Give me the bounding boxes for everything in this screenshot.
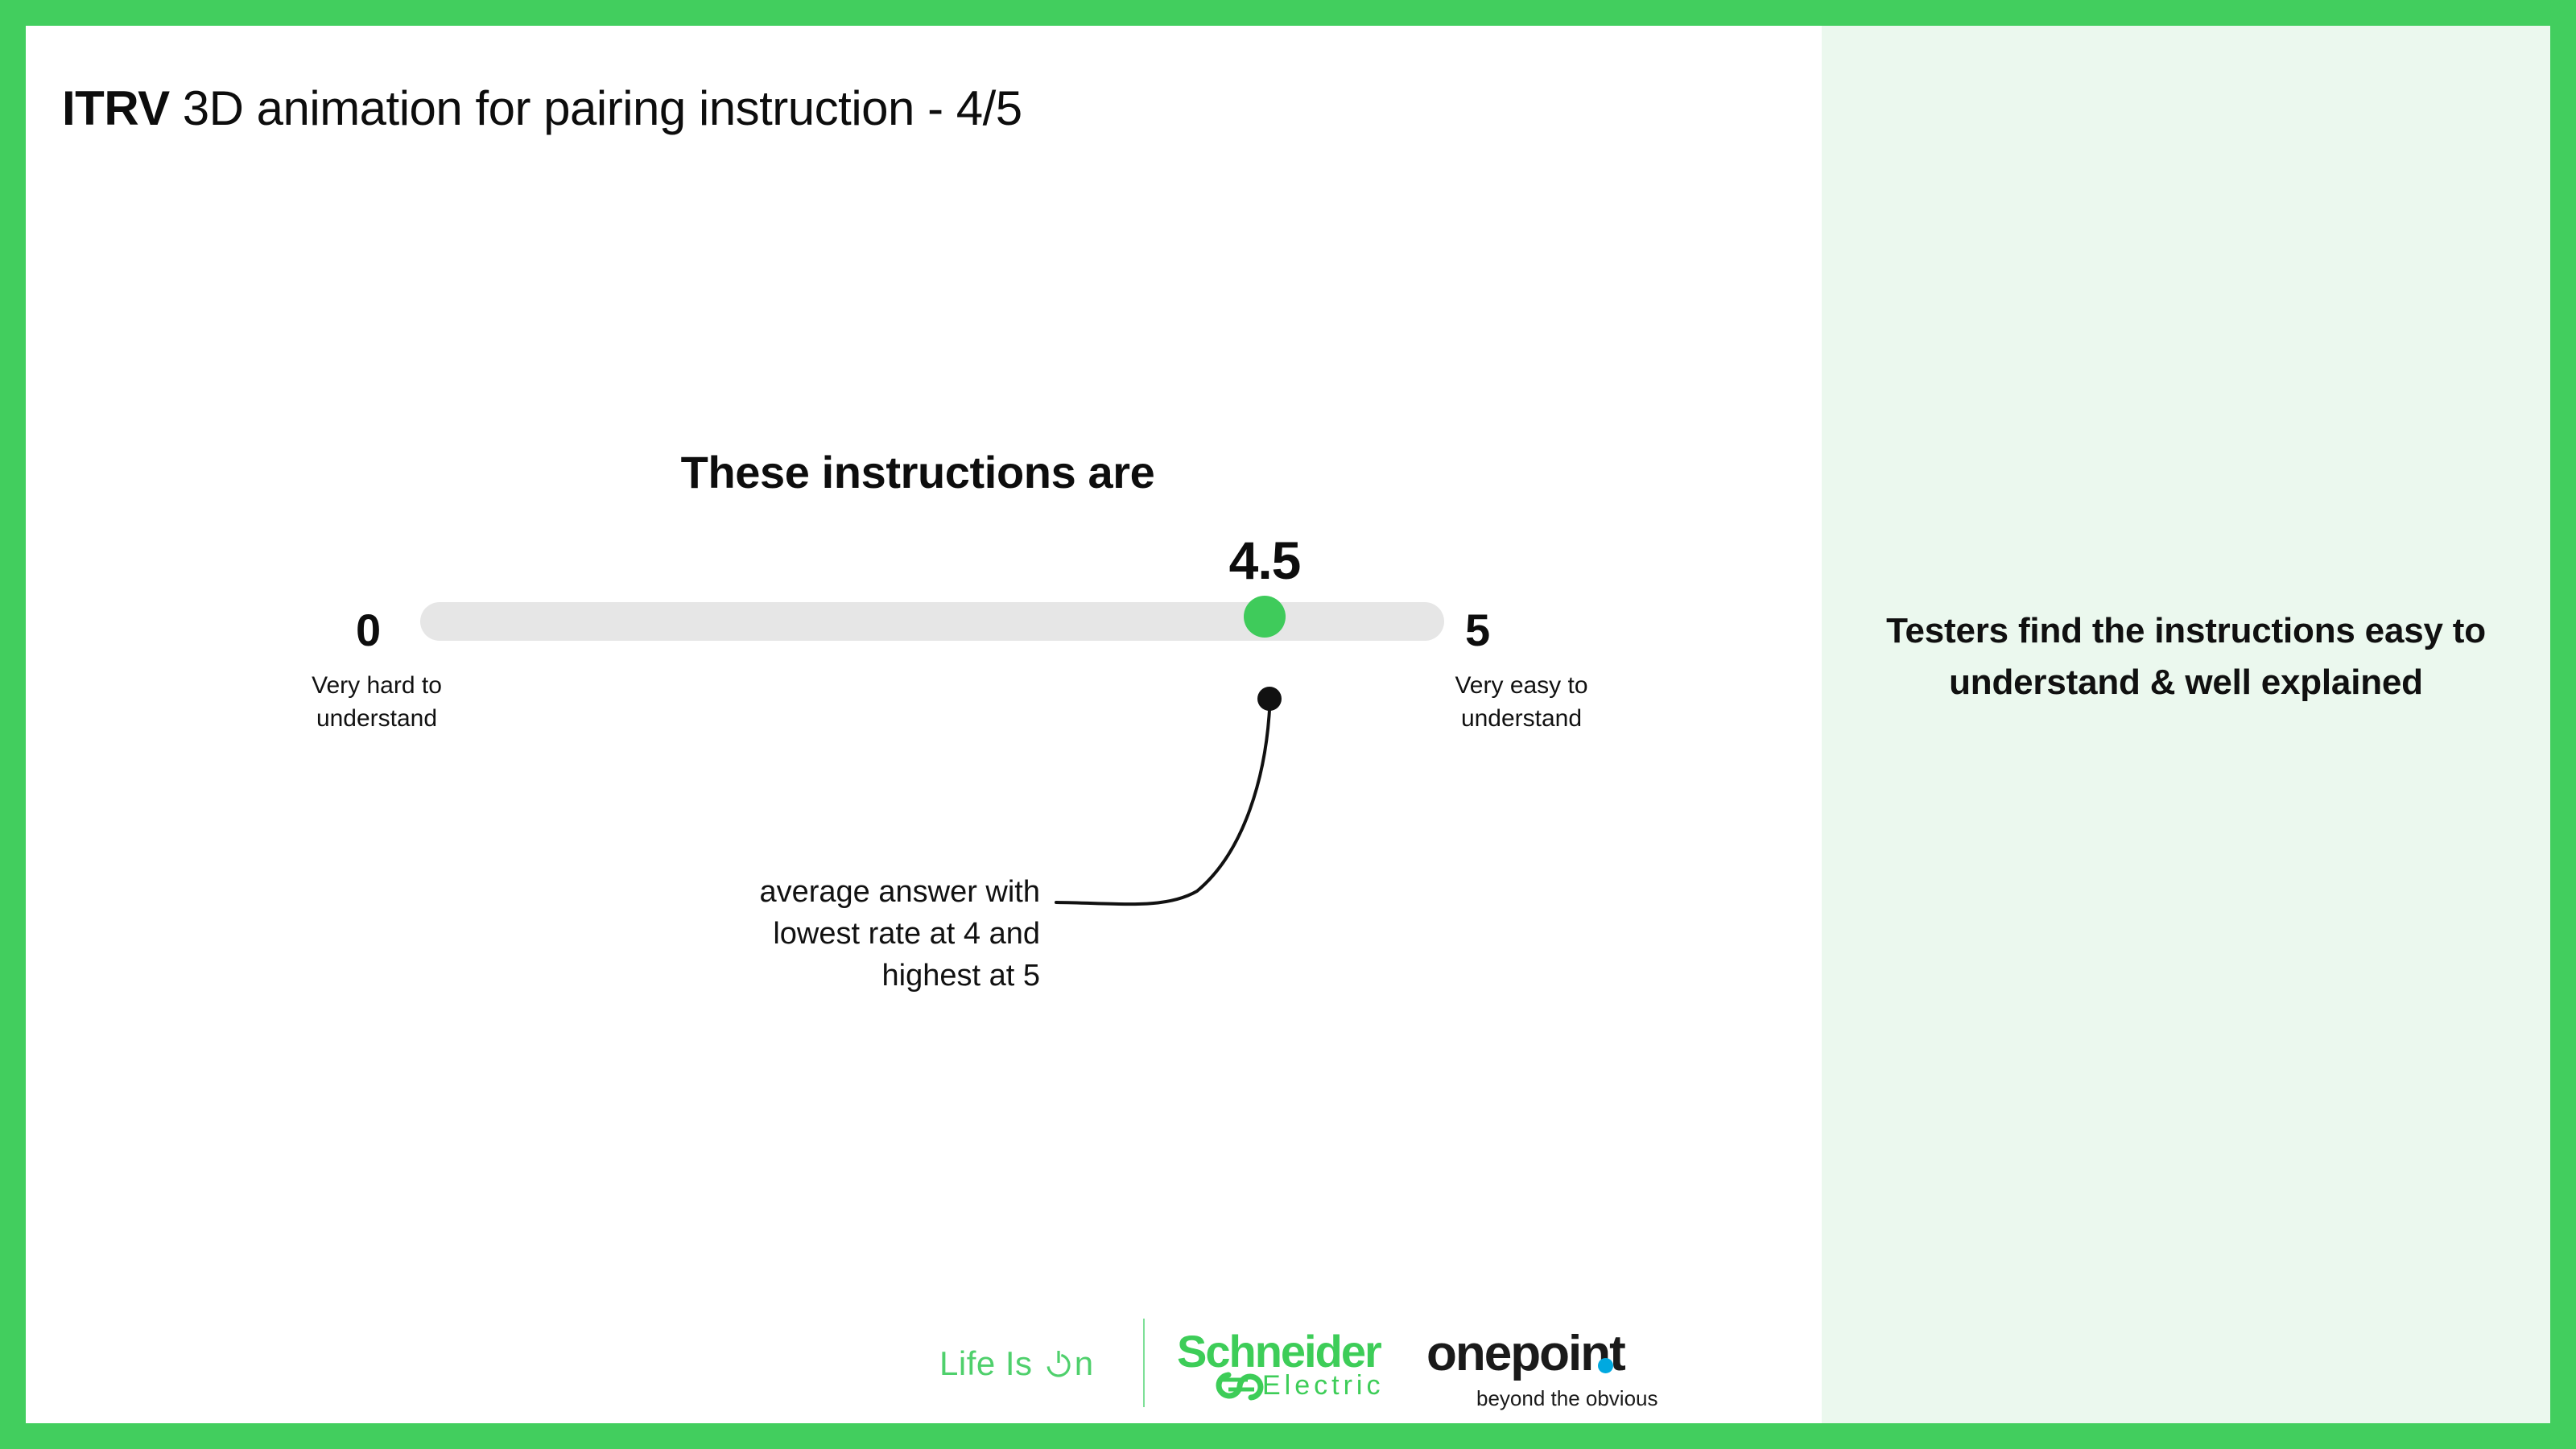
scale-max-caption-line2: understand — [1460, 704, 1583, 732]
svg-text:Electric: Electric — [1262, 1370, 1384, 1401]
page-title: ITRV 3D animation for pairing instructio… — [62, 80, 1022, 136]
insight-panel: Testers find the instructions easy to un… — [1822, 26, 2550, 1423]
life-is-on-text-n: n — [1074, 1344, 1094, 1382]
schneider-electric-logo: Schneider Electric — [1177, 1326, 1384, 1401]
life-is-on-text: Life Is — [939, 1344, 1033, 1382]
svg-text:Schneider: Schneider — [1177, 1326, 1381, 1377]
rating-slider-track[interactable] — [420, 602, 1444, 641]
onepoint-wordmark: onepoint — [1426, 1326, 1626, 1381]
scale-min-caption: Very hard to understand — [256, 670, 497, 735]
onepoint-dot-icon — [1598, 1358, 1613, 1373]
page-title-subtitle: 3D animation for pairing instruction - 4… — [182, 81, 1022, 135]
annotation-anchor-dot — [1257, 687, 1282, 711]
scale-min-caption-line1: Very hard to — [312, 672, 442, 699]
onepoint-tagline: beyond the obvious — [1476, 1386, 1658, 1410]
power-icon — [1046, 1351, 1071, 1377]
scale-max-caption-line1: Very easy to — [1455, 672, 1588, 699]
scale-min-caption-line2: understand — [316, 704, 438, 732]
chart-area: These instructions are 0 5 4.5 Very hard… — [26, 26, 1822, 1423]
annotation-line-1: average answer with — [759, 875, 1040, 909]
onepoint-logo: onepoint beyond the obvious — [1426, 1314, 1708, 1414]
scale-min-label: 0 — [356, 605, 382, 655]
annotation-line-3: highest at 5 — [881, 959, 1040, 993]
page-title-brand: ITRV — [62, 81, 170, 135]
annotation-line-2: lowest rate at 4 and — [773, 917, 1040, 952]
scale-max-label: 5 — [1465, 605, 1491, 655]
insight-panel-text: Testers find the instructions easy to un… — [1886, 611, 2486, 702]
chart-title: These instructions are — [680, 447, 1155, 497]
rating-value-label: 4.5 — [1228, 530, 1302, 590]
logo-divider — [1143, 1319, 1145, 1407]
annotation-text: average answer with lowest rate at 4 and… — [533, 871, 1040, 997]
annotation-connector-line — [1055, 687, 1282, 906]
slide-canvas: ITRV 3D animation for pairing instructio… — [26, 26, 2550, 1423]
scale-max-caption: Very easy to understand — [1401, 670, 1642, 735]
rating-slider-thumb[interactable] — [1244, 596, 1286, 638]
footer-logos: Life Is n Schneider Electric — [911, 1314, 1716, 1418]
life-is-on-logo: Life Is n — [939, 1344, 1094, 1383]
